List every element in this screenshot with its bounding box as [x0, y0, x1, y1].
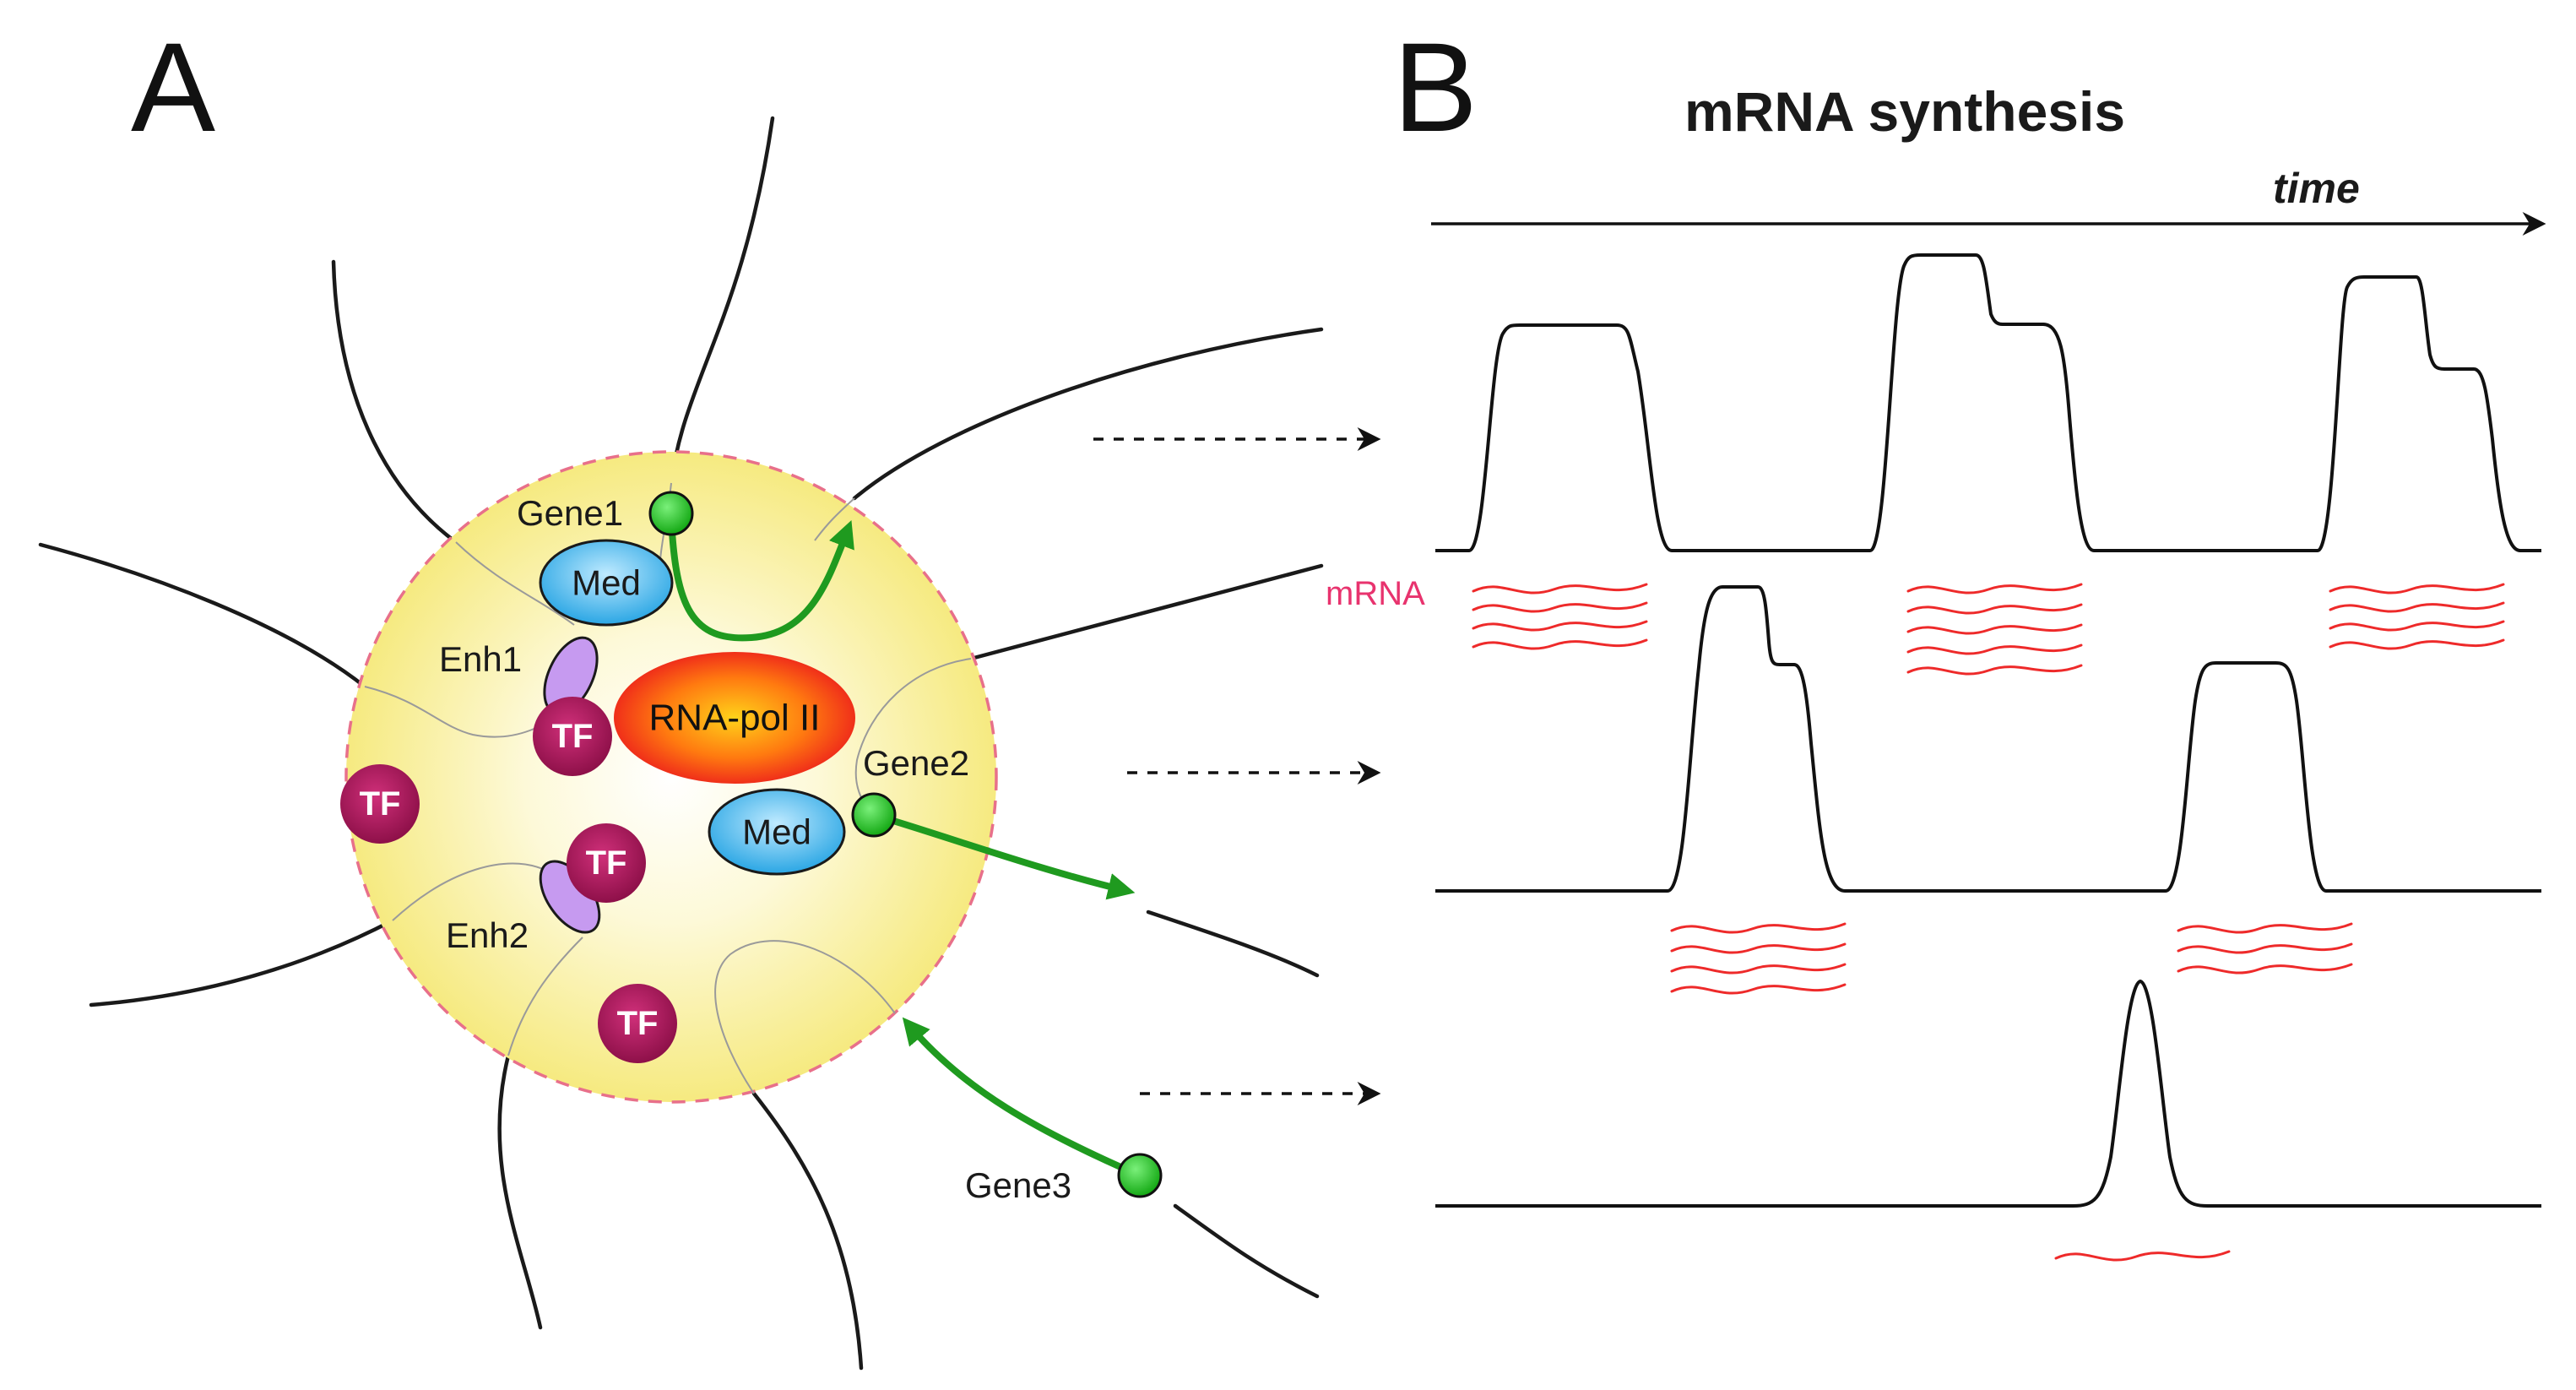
mrna-group-2: [1906, 583, 2083, 676]
enh1-label: Enh1: [439, 639, 522, 679]
mrna-group-1: [1472, 583, 1648, 650]
mrna-label: mRNA: [1326, 575, 1425, 612]
gene2-promoter: [851, 792, 897, 838]
gene3-promoter: [1117, 1153, 1163, 1198]
panel-a-label: A: [131, 16, 215, 158]
rna-pol-ii: RNA-pol II: [614, 652, 855, 784]
rna-pol-ii-label: RNA-pol II: [649, 698, 821, 739]
tf-3-label: TF: [586, 844, 627, 882]
panel-b-label: B: [1393, 16, 1478, 158]
enh2-label: Enh2: [446, 915, 529, 955]
trace-gene3: [1435, 980, 2541, 1208]
trace-gene1: [1435, 253, 2541, 552]
mediator-1: Med: [539, 539, 674, 627]
tf-2-label: TF: [360, 785, 401, 823]
mrna-group-4: [1670, 922, 1847, 995]
mediator-2: Med: [708, 788, 846, 876]
gene3-label: Gene3: [965, 1165, 1071, 1205]
gene1-label: Gene1: [517, 493, 623, 533]
gene2-label: Gene2: [863, 743, 969, 783]
trace-gene2: [1435, 585, 2541, 893]
tf-1: TF: [533, 697, 612, 776]
mediator-2-label: Med: [742, 812, 811, 852]
mrna-group-5: [2177, 922, 2353, 975]
link-arrows: [1093, 427, 1381, 1105]
tf-4-label: TF: [617, 1005, 659, 1042]
chromatin-fibers: [38, 116, 1324, 1371]
tf-4: TF: [598, 984, 677, 1063]
transcriptional-condensate: [344, 450, 998, 1104]
mediator-1-label: Med: [572, 563, 641, 603]
time-label: time: [2273, 165, 2360, 212]
gene1-promoter: [648, 491, 694, 536]
tf-3: TF: [567, 823, 646, 903]
mrna-group-6: [2054, 1250, 2231, 1262]
tf-2: TF: [340, 764, 420, 844]
transcription-arrows: [668, 513, 1143, 1179]
mrna-group-3: [2329, 583, 2505, 650]
tf-1-label: TF: [552, 718, 594, 755]
panel-b-title: mRNA synthesis: [1684, 80, 2125, 143]
